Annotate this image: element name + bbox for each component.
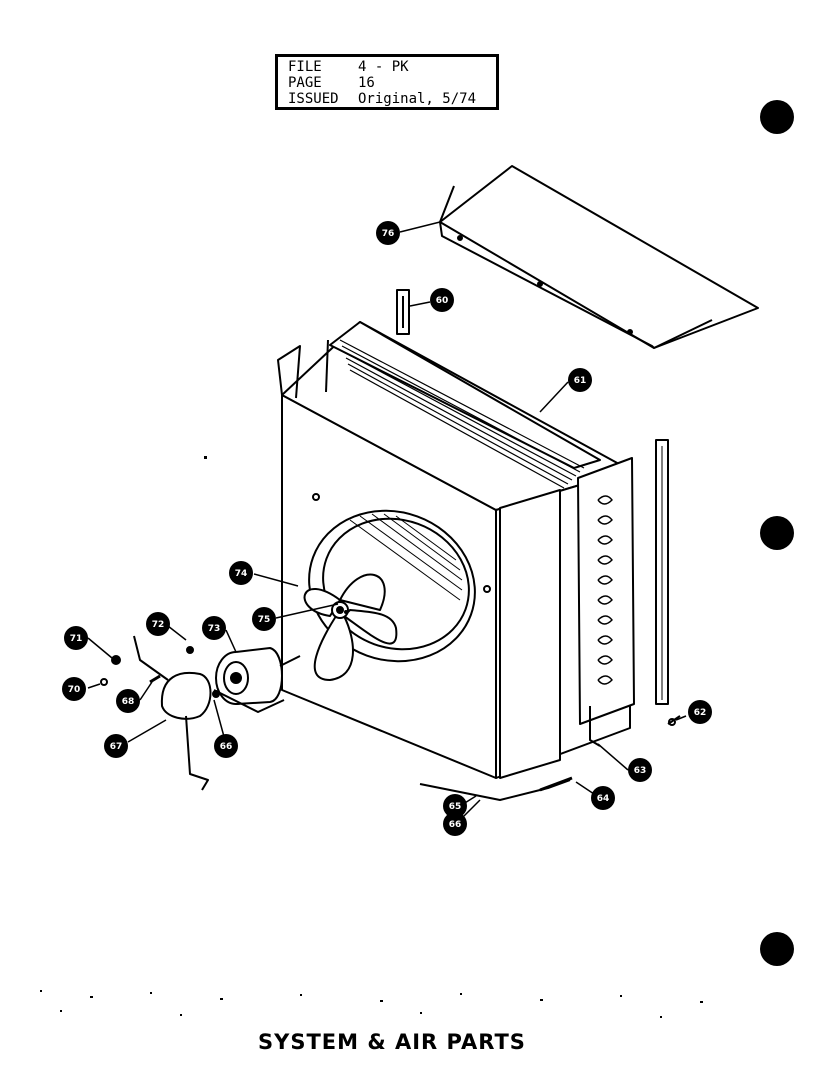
callout-71: 71 — [64, 626, 88, 650]
svg-text:66: 66 — [220, 742, 233, 752]
svg-text:64: 64 — [597, 794, 610, 804]
file-label: FILE — [288, 59, 322, 75]
top-cover-panel — [439, 165, 759, 349]
svg-text:73: 73 — [208, 624, 221, 634]
hardware-screw — [186, 646, 194, 654]
svg-text:66: 66 — [449, 820, 462, 830]
condenser-coil — [577, 457, 635, 747]
callout-62: 62 — [688, 700, 712, 724]
fan-shroud-opening — [308, 509, 476, 663]
callout-73: 73 — [202, 616, 226, 640]
hardware-clip — [149, 674, 161, 684]
svg-text:63: 63 — [634, 766, 647, 776]
page-title: SYSTEM & AIR PARTS — [258, 1030, 526, 1054]
callout-63: 63 — [628, 758, 652, 782]
issued-value: Original, 5/74 — [358, 91, 477, 107]
svg-text:76: 76 — [382, 229, 395, 239]
callout-76: 76 — [376, 221, 400, 245]
hardware-washer — [100, 678, 108, 686]
callout-67: 67 — [104, 734, 128, 758]
binder-hole-middle — [760, 516, 794, 550]
callout-66-tube: 66 — [443, 812, 467, 836]
callout-60: 60 — [430, 288, 454, 312]
fan-grille-hatch — [349, 513, 463, 601]
page-label: PAGE — [288, 75, 322, 91]
fan-blade — [303, 573, 398, 681]
svg-text:62: 62 — [694, 708, 707, 718]
svg-text:68: 68 — [122, 697, 135, 707]
svg-text:71: 71 — [70, 634, 83, 644]
svg-text:70: 70 — [68, 685, 81, 695]
callout-66-motor: 66 — [214, 734, 238, 758]
motor-mount-bracket — [133, 635, 285, 791]
svg-text:61: 61 — [574, 376, 587, 386]
file-info-box: FILE 4 - PK PAGE 16 ISSUED Original, 5/7… — [275, 54, 499, 110]
svg-text:74: 74 — [235, 569, 248, 579]
callout-70: 70 — [62, 677, 86, 701]
svg-text:65: 65 — [449, 802, 462, 812]
svg-text:75: 75 — [258, 615, 271, 625]
callout-68: 68 — [116, 689, 140, 713]
callouts: 76 60 61 74 75 73 72 71 70 68 67 66 62 6… — [62, 221, 712, 836]
bracket-60 — [396, 289, 410, 335]
fan-motor — [215, 647, 301, 705]
callout-64: 64 — [591, 786, 615, 810]
issued-label: ISSUED — [288, 91, 339, 107]
callout-75: 75 — [252, 607, 276, 631]
issued-row: ISSUED Original, 5/74 — [288, 91, 496, 107]
svg-text:72: 72 — [152, 620, 165, 630]
callout-72: 72 — [146, 612, 170, 636]
side-brace — [655, 439, 669, 705]
file-row: FILE 4 - PK — [288, 59, 496, 75]
svg-text:67: 67 — [110, 742, 123, 752]
hub-setscrew — [344, 610, 348, 614]
page-value: 16 — [358, 75, 375, 91]
binder-hole-top — [760, 100, 794, 134]
binder-hole-bottom — [760, 932, 794, 966]
scan-noise — [40, 456, 703, 1018]
page-row: PAGE 16 — [288, 75, 496, 91]
hardware-nut — [111, 655, 121, 665]
hardware-grommet — [212, 690, 220, 698]
svg-text:60: 60 — [436, 296, 449, 306]
capillary-tubes — [419, 715, 681, 801]
callout-65: 65 — [443, 794, 467, 818]
callout-74: 74 — [229, 561, 253, 585]
callout-61: 61 — [568, 368, 592, 392]
main-housing — [277, 321, 631, 779]
file-value: 4 - PK — [358, 59, 409, 75]
